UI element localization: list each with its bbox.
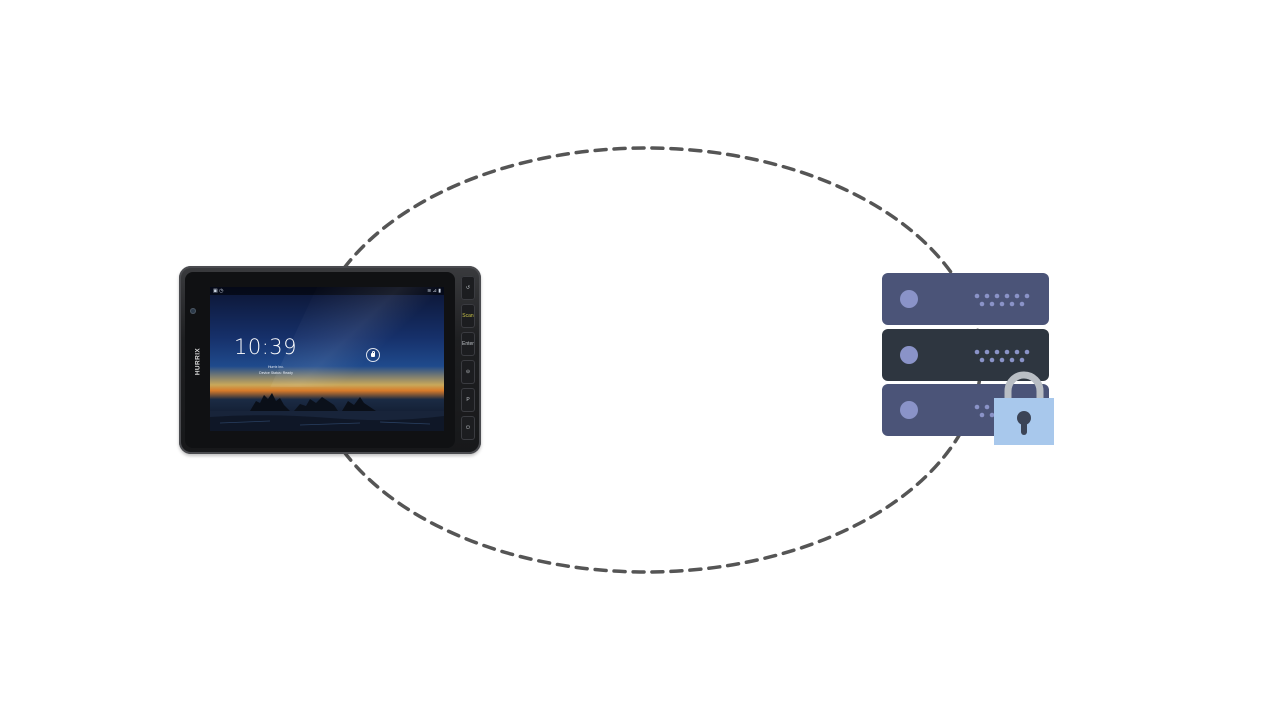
rugged-tablet: HURRIX ▣ ◷ ≋ ⊿ ▮ 10:39 Hurrix Inc. Devic… <box>179 266 481 454</box>
notification-icons: ▣ ◷ <box>213 288 224 294</box>
front-camera-icon <box>190 308 196 314</box>
signal-battery-icons: ≋ ⊿ ▮ <box>427 287 441 295</box>
enter-key[interactable]: Enter <box>461 332 475 356</box>
p-key[interactable]: P <box>461 388 475 412</box>
padlock-icon <box>994 371 1054 445</box>
lock-screen-clock: 10:39 <box>234 335 298 359</box>
power-icon[interactable]: ⏻ <box>461 416 475 440</box>
scan-key[interactable]: Scan <box>461 304 475 328</box>
lock-screen-owner: Hurrix Inc. <box>268 365 284 369</box>
server-led-icon <box>900 290 918 308</box>
server-led-icon <box>900 346 918 364</box>
seascape-rocks-wallpaper <box>210 393 444 431</box>
minus-icon[interactable]: ⊝ <box>461 360 475 384</box>
server-unit-top <box>882 273 1049 325</box>
server-vent-dots <box>974 349 1030 363</box>
server-led-icon <box>900 401 918 419</box>
lock-screen-status: Device Status: Ready <box>259 371 293 375</box>
tablet-lock-screen: ▣ ◷ ≋ ⊿ ▮ 10:39 Hurrix Inc. Device Statu… <box>210 287 444 431</box>
hardware-side-keys: ↺ Scan Enter ⊝ P ⏻ <box>459 276 477 444</box>
back-icon[interactable]: ↺ <box>461 276 475 300</box>
server-vent-dots <box>974 293 1030 307</box>
unlock-icon <box>366 348 380 362</box>
tablet-brand-logo: HURRIX <box>194 347 202 376</box>
android-status-bar: ▣ ◷ ≋ ⊿ ▮ <box>210 287 444 295</box>
